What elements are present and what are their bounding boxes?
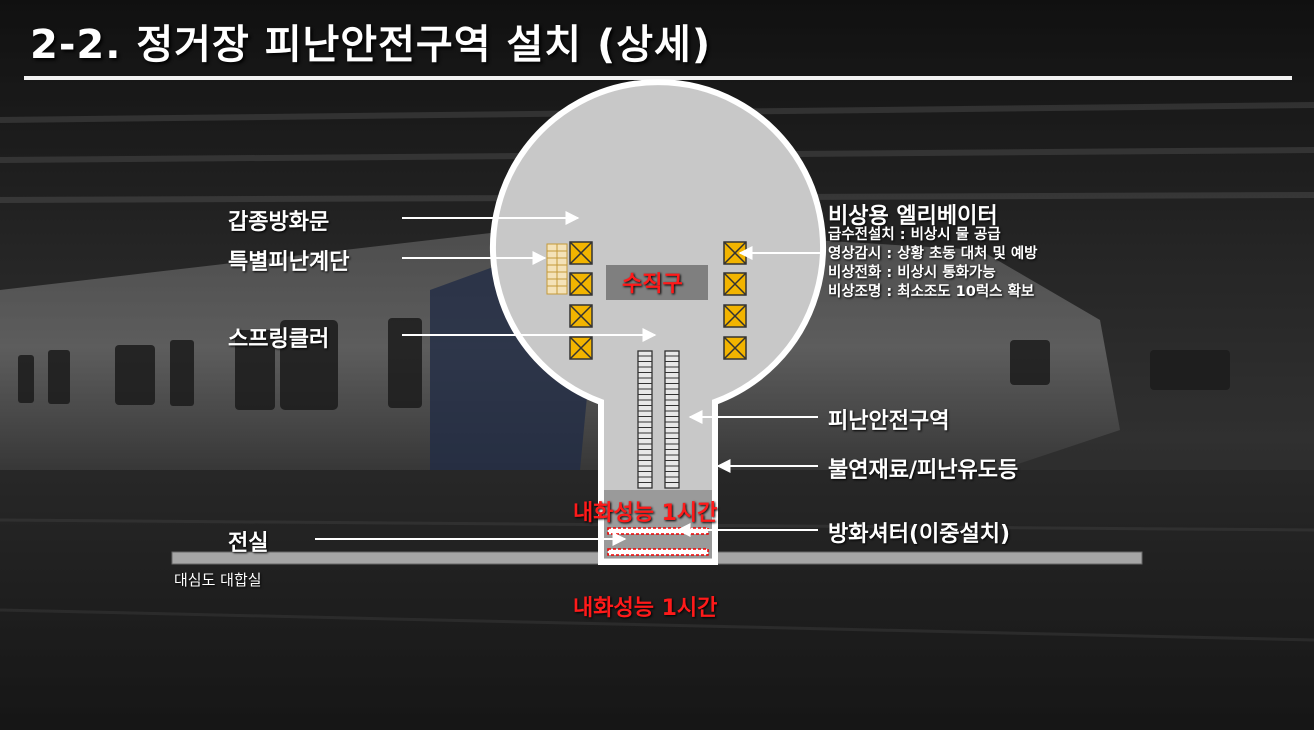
shaft-label: 수직구 <box>622 272 683 297</box>
label-safety-zone: 피난안전구역 <box>828 409 950 434</box>
label-elevator-title: 비상용 엘리베이터 <box>828 204 998 229</box>
shaft-label-box <box>606 265 708 300</box>
emergency-boxes-left <box>569 241 593 360</box>
label-materials: 불연재료/피난유도등 <box>828 458 1019 483</box>
label-electrical-room: 전실 <box>228 531 269 556</box>
label-sprinkler: 스프링클러 <box>228 327 330 352</box>
title-underline <box>24 76 1292 80</box>
label-shutter: 방화셔터(이중설치) <box>828 522 1011 547</box>
concourse-label: 대심도 대합실 <box>174 571 262 589</box>
fire-rating-inside: 내화성능 1시간 <box>573 501 718 526</box>
fire-rated-zone <box>604 490 712 558</box>
shaft-outline <box>490 79 826 565</box>
escalator-ladders <box>637 350 680 489</box>
elevator-detail: 비상전화 : 비상시 통화가능 <box>828 265 996 281</box>
page-title: 2-2. 정거장 피난안전구역 설치 (상세) <box>30 22 712 68</box>
special-stair-icon <box>546 243 568 295</box>
label-special-stair: 특별피난계단 <box>228 250 350 275</box>
fire-rating-below: 내화성능 1시간 <box>573 596 718 621</box>
elevator-boxes-right <box>723 241 747 360</box>
elevator-detail: 영상감시 : 상황 초동 대처 및 예방 <box>828 246 1038 262</box>
elevator-detail: 급수전설치 : 비상시 물 공급 <box>828 227 1001 243</box>
elevator-detail: 비상조명 : 최소조도 10럭스 확보 <box>828 284 1035 300</box>
label-fire-door: 갑종방화문 <box>228 210 330 235</box>
